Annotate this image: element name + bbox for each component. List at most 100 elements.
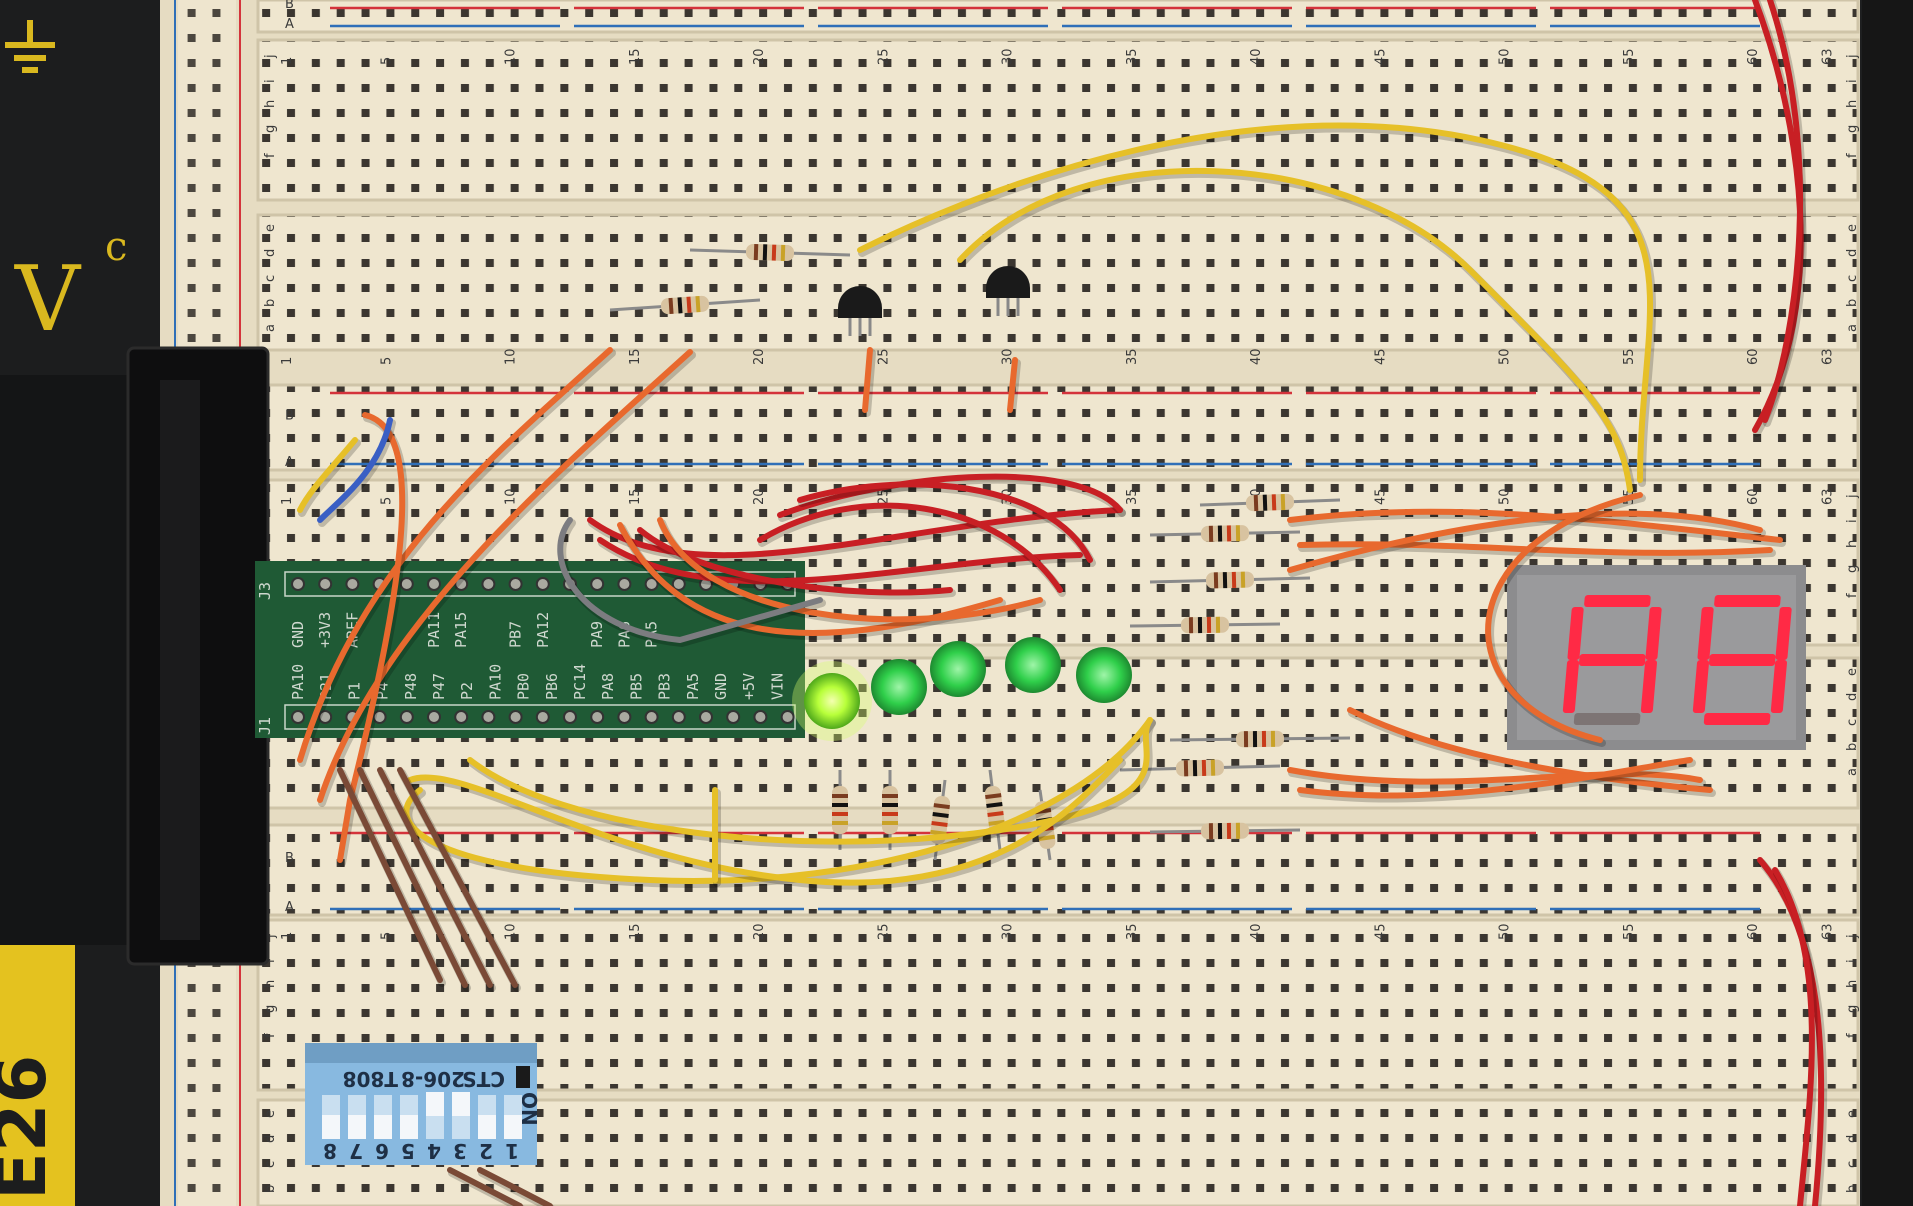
resistor-band xyxy=(931,820,948,827)
resistor-band xyxy=(1188,617,1194,634)
row-label: b xyxy=(1845,743,1860,751)
column-label: 60 xyxy=(1746,923,1761,940)
header-label-top: GND xyxy=(289,621,307,648)
header-label-bottom: GND xyxy=(712,673,730,700)
row-label: g xyxy=(1845,1005,1860,1013)
resistor-band xyxy=(1270,730,1276,747)
row-label: d xyxy=(263,1135,278,1143)
rail-label-b: B xyxy=(285,409,294,424)
wire-orange xyxy=(1007,357,1018,413)
header-pin xyxy=(508,710,523,724)
resistor xyxy=(1180,616,1230,634)
rail-label-b: B xyxy=(285,851,294,866)
column-label: 45 xyxy=(1373,488,1388,505)
header-pin xyxy=(318,710,333,724)
header-pin xyxy=(535,577,550,591)
header-pin xyxy=(726,710,741,724)
wire-orange xyxy=(317,349,693,803)
resistor-band xyxy=(985,793,1002,800)
resistor-band xyxy=(1210,759,1216,776)
wire-red xyxy=(597,537,1083,585)
column-label: 60 xyxy=(1746,488,1761,505)
column-label: 63 xyxy=(1821,488,1836,505)
row-label: f xyxy=(1845,1033,1860,1038)
wire-yellow xyxy=(467,717,1153,845)
wire-orange xyxy=(657,517,1043,623)
dip-toggle-7 xyxy=(348,1115,366,1139)
row-label: b xyxy=(1845,1185,1860,1193)
resistor-band xyxy=(1280,493,1286,511)
dip-toggle-5 xyxy=(400,1115,418,1139)
led xyxy=(930,641,986,697)
header-pin xyxy=(617,710,632,724)
column-label: 35 xyxy=(1125,48,1140,65)
led xyxy=(871,659,927,715)
column-label: 30 xyxy=(1001,48,1016,65)
column-label: 10 xyxy=(504,488,519,505)
header-label-bottom: PA10 xyxy=(486,664,504,700)
wire-brown xyxy=(477,1167,553,1206)
dip-code: T808 xyxy=(343,1067,398,1091)
led-1 xyxy=(804,673,860,729)
resistor-band xyxy=(1252,731,1258,748)
row-label: e xyxy=(263,224,278,232)
row-label: f xyxy=(263,1033,278,1038)
column-label: 1 xyxy=(280,932,295,940)
header-label-bottom: PB3 xyxy=(656,673,674,700)
row-label: f xyxy=(1845,593,1860,598)
dip-number: 7 xyxy=(349,1139,363,1163)
row-label: h xyxy=(1845,100,1860,108)
dip-toggle-8 xyxy=(322,1115,340,1139)
led-2 xyxy=(871,659,927,715)
resistor-band xyxy=(1261,730,1267,747)
segment-b xyxy=(1645,607,1662,660)
column-label: 25 xyxy=(876,48,891,65)
wire-brown xyxy=(377,767,493,988)
wire-red xyxy=(637,527,953,596)
row-label: b xyxy=(1845,299,1860,307)
jumper-wires xyxy=(297,0,1828,1206)
header-pin xyxy=(535,710,550,724)
row-label: i xyxy=(1845,79,1860,83)
header-pin xyxy=(508,577,523,591)
column-label: 50 xyxy=(1498,348,1513,365)
resistor-band xyxy=(1192,760,1198,777)
wire-orange xyxy=(1297,757,1693,799)
row-label: b xyxy=(263,1185,278,1193)
wire-brown xyxy=(357,767,468,988)
header-pin xyxy=(481,710,496,724)
header-label-top: +3V3 xyxy=(316,612,334,648)
row-label: c xyxy=(1845,275,1860,282)
resistor-band xyxy=(1226,525,1232,542)
resistor-band xyxy=(1262,494,1268,511)
dip-number: 5 xyxy=(401,1139,415,1163)
segment-b xyxy=(1775,607,1792,660)
header-label-bottom: PA8 xyxy=(599,673,617,700)
row-label: a xyxy=(1845,768,1860,776)
connector-label-j1: J1 xyxy=(256,717,274,735)
segment-g xyxy=(1578,654,1646,666)
resistor-band xyxy=(1235,525,1241,542)
column-label: 20 xyxy=(752,48,767,65)
led-4 xyxy=(1005,637,1061,693)
row-label: d xyxy=(1845,1135,1860,1143)
segment-a xyxy=(1714,595,1781,607)
rail-label-b: B xyxy=(285,0,294,12)
row-label: i xyxy=(263,959,278,963)
header-label-bottom: P48 xyxy=(402,673,420,700)
header-pin xyxy=(291,710,305,724)
row-label: j xyxy=(1845,934,1860,939)
dip-number: 8 xyxy=(323,1139,337,1163)
header-pin xyxy=(644,577,659,591)
dip-part: 206-8 xyxy=(401,1067,465,1091)
resistor xyxy=(660,295,710,315)
row-label: f xyxy=(263,153,278,158)
header-label-top: PA12 xyxy=(534,612,552,648)
resistor-band xyxy=(832,821,848,825)
header-pin xyxy=(318,577,333,591)
rail-label-a: A xyxy=(285,455,294,470)
resistor xyxy=(1205,571,1255,589)
resistor xyxy=(1200,822,1250,840)
column-label: 55 xyxy=(1622,923,1637,940)
